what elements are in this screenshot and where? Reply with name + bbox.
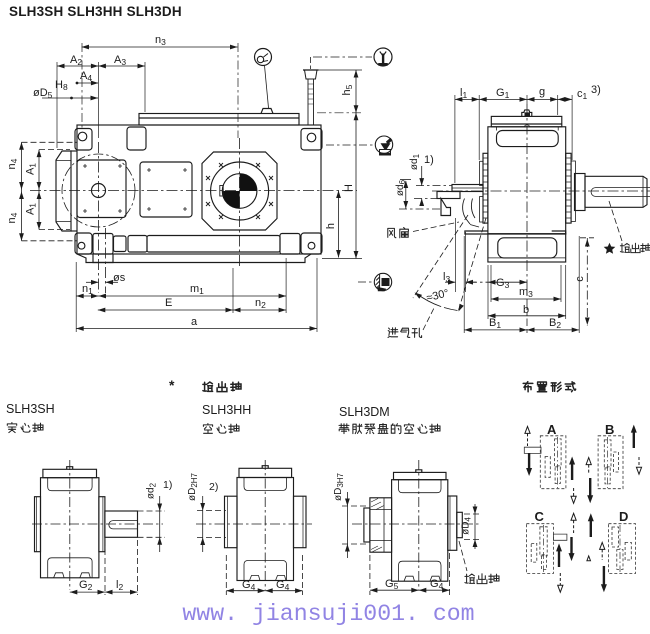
svg-text:m1: m1: [190, 283, 204, 296]
svg-text:SLH3HH: SLH3HH: [202, 403, 251, 417]
svg-text:E: E: [165, 297, 172, 309]
svg-text:A1: A1: [25, 163, 38, 175]
svg-text:B: B: [605, 422, 614, 437]
svg-text:n3: n3: [155, 34, 166, 47]
svg-text:2): 2): [209, 481, 218, 493]
svg-text:b: b: [523, 304, 529, 316]
svg-text:B1: B1: [489, 317, 501, 330]
svg-text:n1: n1: [82, 283, 93, 296]
svg-text:C: C: [535, 509, 545, 524]
svg-text:n4: n4: [6, 212, 19, 223]
svg-text:ød2: ød2: [146, 482, 158, 499]
svg-text:ød1: ød1: [409, 153, 421, 170]
svg-text:www. jiansuji001. com: www. jiansuji001. com: [182, 601, 474, 627]
svg-text:B2: B2: [549, 317, 561, 330]
svg-text:c: c: [574, 276, 586, 282]
svg-text:*: *: [169, 377, 175, 393]
svg-text:øD2H7: øD2H7: [187, 472, 199, 501]
svg-text:G4: G4: [276, 579, 290, 592]
svg-text:1): 1): [424, 154, 434, 166]
svg-text:A2: A2: [70, 54, 82, 67]
svg-text:l3: l3: [443, 271, 450, 284]
svg-text:1): 1): [163, 479, 172, 491]
svg-text:SLH3SH: SLH3SH: [6, 402, 55, 416]
svg-text:SLH3DM: SLH3DM: [339, 405, 390, 419]
svg-text:n4: n4: [6, 158, 19, 169]
svg-text:H8: H8: [55, 79, 68, 92]
svg-text:g: g: [539, 86, 545, 98]
svg-text:ød6: ød6: [395, 179, 407, 196]
svg-text:a: a: [191, 316, 198, 328]
svg-text:øD5: øD5: [33, 87, 53, 100]
svg-text:A1: A1: [25, 203, 38, 215]
svg-text:G2: G2: [79, 579, 93, 592]
svg-text:h: h: [325, 223, 337, 229]
svg-text:øs: øs: [113, 272, 126, 284]
svg-text:l2: l2: [116, 579, 123, 592]
svg-text:l1: l1: [460, 87, 467, 100]
svg-text:≈30°: ≈30°: [425, 287, 450, 304]
svg-text:h5: h5: [341, 84, 354, 95]
svg-text:øD4: øD4: [461, 517, 473, 535]
svg-text:G1: G1: [496, 87, 510, 100]
svg-text:G4: G4: [242, 579, 256, 592]
svg-text:G5: G5: [385, 578, 399, 591]
svg-text:m3: m3: [519, 286, 533, 299]
svg-text:SLH3SH SLH3HH SLH3DH: SLH3SH SLH3HH SLH3DH: [9, 4, 182, 19]
svg-text:c1: c1: [577, 88, 588, 101]
svg-text:A: A: [547, 422, 557, 437]
svg-text:øD3H7: øD3H7: [333, 472, 345, 501]
svg-text:A4: A4: [80, 70, 92, 83]
svg-text:3): 3): [591, 84, 601, 96]
svg-text:D: D: [619, 509, 628, 524]
svg-text:G3: G3: [496, 277, 510, 290]
svg-text:G4: G4: [430, 578, 444, 591]
svg-text:H: H: [343, 184, 355, 192]
svg-text:A3: A3: [114, 54, 126, 67]
svg-text:n2: n2: [255, 297, 266, 310]
